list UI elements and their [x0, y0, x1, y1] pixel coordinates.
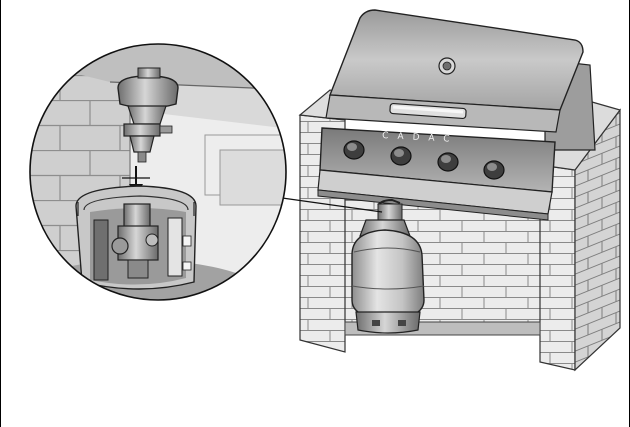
brand-label: CADAC: [382, 131, 459, 145]
regulator: [117, 67, 179, 163]
knob-icon: [390, 146, 412, 166]
detail-circle-outline: [29, 43, 287, 301]
knob-icon: [343, 140, 365, 160]
leader-line: [267, 195, 383, 213]
gas-cylinder: [351, 198, 425, 334]
grill-lid: [329, 9, 584, 111]
cylinder-collar: [75, 185, 197, 290]
thermometer-icon: [438, 57, 456, 75]
gas-grill: CADAC: [317, 9, 596, 221]
knob-icon: [437, 152, 459, 172]
burner-knobs: [343, 140, 505, 180]
lid-handle: [389, 102, 467, 120]
knob-icon: [483, 160, 505, 180]
